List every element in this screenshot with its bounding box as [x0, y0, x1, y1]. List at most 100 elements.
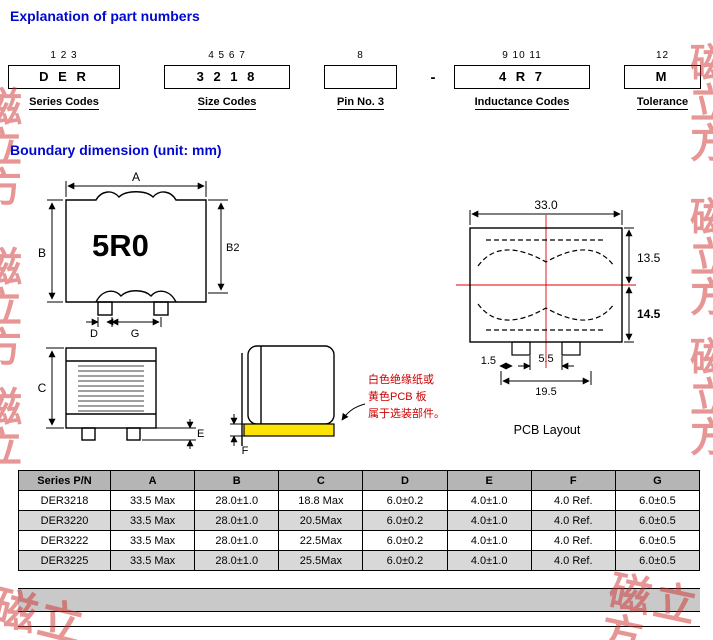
optional-part-note: 白色绝缘纸或 黄色PCB 板 属于选装部件。: [368, 372, 478, 423]
pcb-pad-left: [511, 341, 531, 356]
table-cell: 4.0 Ref.: [530, 530, 616, 551]
code-box-inductance: 4 R 7: [454, 65, 590, 89]
table-cell: 4.0±1.0: [446, 510, 532, 531]
table-cell: 6.0±0.5: [614, 510, 701, 531]
pcb-layout-caption: PCB Layout: [514, 423, 581, 437]
table-cell: 6.0±0.5: [614, 490, 701, 511]
note-line-2: 黄色PCB 板: [368, 391, 427, 403]
table-cell: 4.0 Ref.: [530, 490, 616, 511]
note-line-3: 属于选装部件。: [368, 408, 445, 420]
table-cell: 33.5 Max: [109, 490, 196, 511]
part-number-group-inductance: 9 10 11 4 R 7 Inductance Codes: [454, 50, 590, 110]
dimensions-table: Series P/N A B C D E F G DER3218 33.5 Ma…: [18, 470, 701, 571]
dim-label-a: A: [132, 170, 140, 184]
group-label-size: Size Codes: [197, 96, 257, 110]
table-cell: 28.0±1.0: [194, 510, 280, 531]
digit-positions: 4 5 6 7: [208, 50, 246, 61]
table-cell: 33.5 Max: [109, 550, 196, 571]
front-view-dimensions: [47, 181, 228, 327]
part-number-group-tolerance: 12 M Tolerance: [624, 50, 701, 110]
table-cell: 4.0±1.0: [446, 530, 532, 551]
table-cell: 22.5Max: [278, 530, 364, 551]
code-box-size: 3 2 1 8: [164, 65, 290, 89]
empty-row: [18, 627, 700, 640]
group-label-pin: Pin No. 3: [336, 96, 385, 110]
table-cell: 6.0±0.2: [362, 550, 448, 571]
digit-positions: 12: [655, 50, 670, 61]
empty-row: [18, 612, 700, 627]
f-dimension: [230, 414, 244, 446]
table-cell: 4.0 Ref.: [530, 550, 616, 571]
dim-label-c: C: [38, 381, 47, 395]
pcb-dim-width: 33.0: [534, 198, 558, 212]
col-header-b: B: [194, 470, 280, 491]
part-marking: 5R0: [92, 228, 149, 263]
col-header-g: G: [614, 470, 701, 491]
table-row: DER3218 33.5 Max 28.0±1.0 18.8 Max 6.0±0…: [18, 490, 701, 511]
table-cell: DER3220: [18, 510, 111, 531]
code-box-series: D E R: [8, 65, 120, 89]
table-cell: 6.0±0.2: [362, 510, 448, 531]
col-header-e: E: [446, 470, 532, 491]
col-header-c: C: [278, 470, 364, 491]
table-cell: 4.0±1.0: [446, 550, 532, 571]
table-cell: DER3218: [18, 490, 111, 511]
empty-table-section: [18, 588, 700, 640]
table-cell: 6.0±0.2: [362, 490, 448, 511]
pcb-outline: [469, 227, 623, 343]
group-label-inductance: Inductance Codes: [474, 96, 570, 110]
front-view-outline: [65, 191, 207, 316]
table-row: DER3220 33.5 Max 28.0±1.0 20.5Max 6.0±0.…: [18, 510, 701, 531]
side-view-outline: [65, 347, 157, 441]
winding-hatch: [78, 365, 144, 412]
table-cell: 33.5 Max: [109, 530, 196, 551]
pcb-dim-pad-span: 19.5: [535, 386, 556, 398]
dim-label-b: B: [38, 246, 46, 260]
technical-drawings: 5R0 A B B2 D G: [38, 170, 661, 457]
digit-positions: 9 10 11: [502, 50, 542, 61]
dim-label-d: D: [90, 328, 98, 340]
code-box-pin: [324, 65, 397, 89]
pcb-dim-pad-gap: 5.5: [538, 353, 553, 365]
note-line-1: 白色绝缘纸或: [368, 374, 434, 386]
col-header-d: D: [362, 470, 448, 491]
table-cell: 6.0±0.5: [614, 550, 701, 571]
table-cell: 18.8 Max: [278, 490, 364, 511]
dim-label-f: F: [242, 445, 249, 457]
pcb-footprint-dashed: [477, 239, 615, 331]
code-box-tolerance: M: [624, 65, 701, 89]
part-number-separator: -: [430, 69, 436, 86]
table-cell: 6.0±0.5: [614, 530, 701, 551]
pcb-dim-upper: 13.5: [637, 251, 661, 265]
group-label-tolerance: Tolerance: [636, 96, 689, 110]
table-row: DER3225 33.5 Max 28.0±1.0 25.5Max 6.0±0.…: [18, 550, 701, 571]
pcb-dim-lower: 14.5: [637, 307, 661, 321]
col-header-f: F: [530, 470, 616, 491]
table-cell: 28.0±1.0: [194, 490, 280, 511]
dim-label-e: E: [197, 428, 204, 440]
table-cell: 4.0 Ref.: [530, 510, 616, 531]
note-leader-line: [341, 403, 366, 421]
table-cell: 20.5Max: [278, 510, 364, 531]
optional-pcb-strip: [243, 423, 335, 437]
dim-label-g: G: [131, 328, 140, 340]
digit-positions: 1 2 3: [50, 50, 78, 61]
pcb-pad-right: [561, 341, 581, 356]
table-cell: DER3222: [18, 530, 111, 551]
dimension-table-wrapper: Series P/N A B C D E F G DER3218 33.5 Ma…: [18, 470, 701, 571]
part-number-group-series: 1 2 3 D E R Series Codes: [8, 50, 120, 110]
table-cell: 33.5 Max: [109, 510, 196, 531]
pcb-dimensions: [469, 210, 634, 385]
table-cell: 6.0±0.2: [362, 530, 448, 551]
table-cell: 28.0±1.0: [194, 530, 280, 551]
side-view-dimensions: [46, 347, 196, 449]
col-header-series: Series P/N: [18, 470, 111, 491]
table-row: DER3222 33.5 Max 28.0±1.0 22.5Max 6.0±0.…: [18, 530, 701, 551]
part-number-group-pin: 8 Pin No. 3: [324, 50, 397, 110]
table-cell: 28.0±1.0: [194, 550, 280, 571]
table-header-row: Series P/N A B C D E F G: [18, 470, 701, 491]
table-cell: DER3225: [18, 550, 111, 571]
pcb-dim-pad-edge: 1.5: [481, 355, 496, 367]
boundary-dimension-title: Boundary dimension (unit: mm): [10, 142, 222, 158]
empty-header-row: [18, 588, 700, 612]
